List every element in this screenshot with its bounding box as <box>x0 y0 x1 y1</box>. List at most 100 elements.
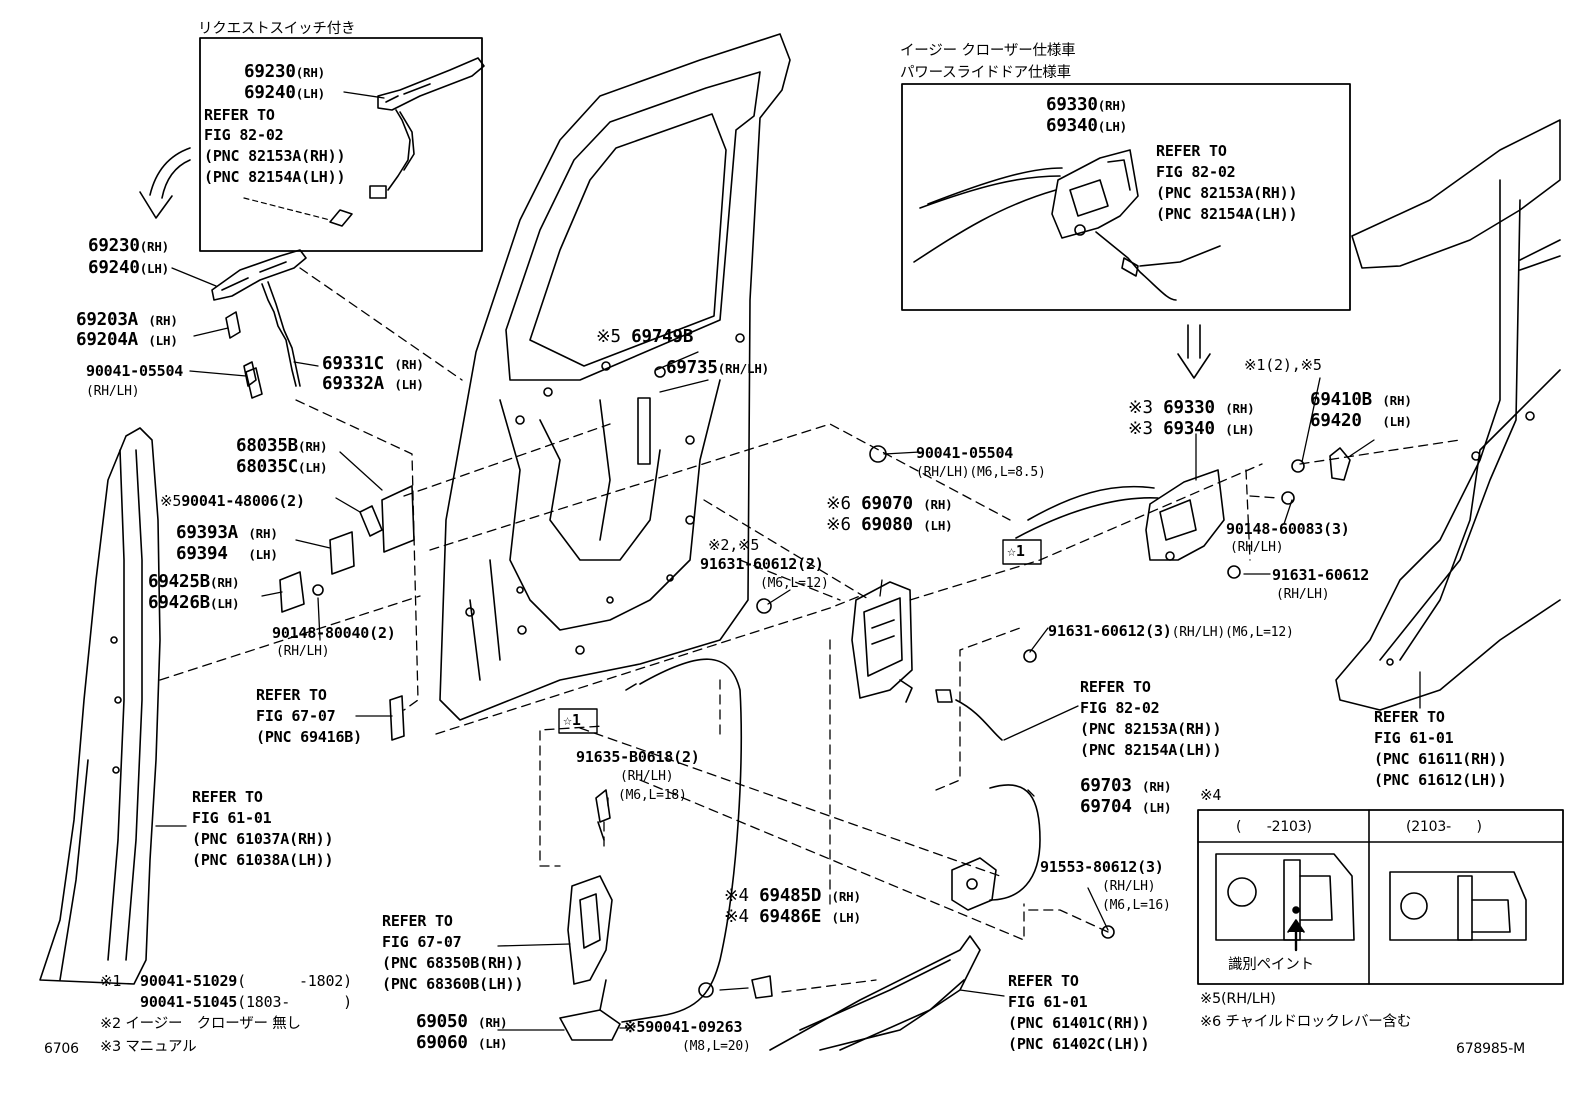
refer-67-07-b-1: REFER TO <box>382 912 453 930</box>
pn: 90041-51029 <box>140 972 238 990</box>
pn: 69426B <box>148 593 211 613</box>
label-69735: 69735(RH/LH) <box>666 358 769 379</box>
label-bolt-91553: 91553-80612(3) <box>1040 858 1164 876</box>
label-bolt-91553-sfx: (RH/LH) <box>1102 879 1156 894</box>
sfx: (LH) <box>923 518 953 533</box>
label-remote-lh: ※6 69080 (LH) <box>826 515 953 536</box>
label-bolt-91631-b: 91631-60612 <box>1272 566 1370 584</box>
pn: 69240 <box>244 83 296 103</box>
center-hinge-drawing <box>559 658 742 1041</box>
refer-67-07-a-3: (PNC 69416B) <box>256 728 362 746</box>
rocker-drawing <box>698 935 981 1051</box>
figure-code: 678985-M <box>1456 1041 1525 1057</box>
refer-61-01-b-1: REFER TO <box>1374 708 1445 726</box>
refer-67-07-b-4: (PNC 68360B(LH)) <box>382 975 524 993</box>
sfx: (LH) <box>1225 422 1255 437</box>
remote-control-drawing <box>851 581 1037 741</box>
label-gasket-rh: 69393A (RH) <box>176 523 278 544</box>
down-arrow-icon <box>1177 324 1211 379</box>
sfx: (RH) <box>148 313 178 328</box>
label-screw2-spec: (RH/LH)(M6,L=8.5) <box>916 465 1046 480</box>
paint-box-mark: ※4 <box>1200 786 1222 804</box>
handle-with-switch-drawing <box>243 57 485 227</box>
label-clip-80040: 90148-80040(2) <box>272 624 396 642</box>
label-bolt-91631-2: 91631-60612(2) <box>700 555 824 573</box>
mk: ※4 <box>724 907 749 927</box>
sfx: (RH/LH) <box>717 361 769 376</box>
inset-handle-lh: 69240(LH) <box>244 83 325 104</box>
mk: ※5 <box>160 492 182 510</box>
label-hinge-lh: 69060 (LH) <box>416 1033 508 1054</box>
door-panel-drawing <box>439 33 791 721</box>
pn: 69330 <box>1163 398 1215 418</box>
refer-61-01-c-4: (PNC 61402C(LH)) <box>1008 1035 1150 1053</box>
note1-mark: ※1 <box>100 972 122 990</box>
label-bolt-91635: 91635-B0618(2) <box>576 748 700 766</box>
pn: 69050 <box>416 1012 468 1032</box>
label-screw2: 90041-05504 <box>916 444 1014 462</box>
pn: 69331C <box>322 354 385 374</box>
label-bolt-91635-spec: (M6,L=18) <box>618 788 687 803</box>
sfx: (LH) <box>1382 414 1412 429</box>
label-screw-05504-sfx: (RH/LH) <box>86 384 140 399</box>
range: (1803- ) <box>237 993 352 1011</box>
pn: 90041-51045 <box>140 993 238 1011</box>
pn: 68035C <box>236 457 299 477</box>
pn: 69703 <box>1080 776 1132 796</box>
inset2-refer-1: REFER TO <box>1156 142 1227 160</box>
leader-lines <box>155 91 1421 1031</box>
sfx: (LH) <box>298 460 328 475</box>
sfx: (RH) <box>139 239 170 254</box>
sfx: (LH) <box>478 1036 508 1051</box>
sfx: (LH) <box>139 261 170 276</box>
label-screw-05504: 90041-05504 <box>86 362 184 380</box>
refer-61-01-a-2: FIG 61-01 <box>192 809 272 827</box>
refer-67-07-a-2: FIG 67-07 <box>256 707 336 725</box>
star1-box-b <box>558 708 598 734</box>
label-bolt-91631-b-sfx: (RH/LH) <box>1276 587 1330 602</box>
pn: 69410B <box>1310 390 1373 410</box>
inset-refer-1: REFER TO <box>204 106 275 124</box>
pn: 69332A <box>322 374 385 394</box>
refer-61-01-b-4: (PNC 61612(LH)) <box>1374 771 1507 789</box>
label-handle-rh: 69230(RH) <box>88 236 169 257</box>
note2: ※2 イージー クローザー 無し <box>100 1016 301 1032</box>
sfx: (RH) <box>248 526 278 541</box>
paint-col-right: (2103- ) <box>1406 819 1482 835</box>
quarter-panel-drawing <box>1335 119 1561 711</box>
inset-refer-3: (PNC 82153A(RH)) <box>204 147 346 165</box>
label-striker-lh: 69420 (LH) <box>1310 411 1412 432</box>
sfx: (LH) <box>394 377 424 392</box>
sfx: (RH) <box>210 575 240 590</box>
sfx: (LH) <box>1097 119 1128 134</box>
label-gasket-lh: 69394 (LH) <box>176 544 278 565</box>
outer-handle-drawing <box>211 249 307 387</box>
pn: 69704 <box>1080 797 1132 817</box>
label-cover-rh: 68035B(RH) <box>236 436 328 457</box>
main-lock-drawing <box>1015 447 1351 579</box>
pn: 69340 <box>1046 116 1098 136</box>
curved-arrow-icon <box>139 147 191 219</box>
inset-refer-2: FIG 82-02 <box>204 126 284 144</box>
closer-cable-drawing <box>951 784 1115 939</box>
pn: 69230 <box>244 62 296 82</box>
pn: 69485D <box>759 886 822 906</box>
pn: 69080 <box>861 515 913 535</box>
inset-caption-switch: リクエストスイッチ付き <box>198 21 356 37</box>
pn: 69749B <box>631 327 694 347</box>
label-bolt-91553-spec: (M6,L=16) <box>1102 898 1171 913</box>
pn: 91631-60612(3) <box>1048 622 1172 640</box>
sfx: (RH) <box>1097 98 1128 113</box>
sfx: (RH) <box>478 1015 508 1030</box>
refer-67-07-a-1: REFER TO <box>256 686 327 704</box>
inset-lock-rh: 69330(RH) <box>1046 95 1127 116</box>
inset-box-top-left <box>199 37 483 252</box>
refer-61-01-a-3: (PNC 61037A(RH)) <box>192 830 334 848</box>
pn: 69070 <box>861 494 913 514</box>
pn: 90041-48006(2) <box>181 492 305 510</box>
label-bolt-91635-sfx: (RH/LH) <box>620 769 674 784</box>
label-bracket-rh: 69425B(RH) <box>148 572 240 593</box>
pn: 69420 <box>1310 411 1362 431</box>
mk: ※3 <box>1128 398 1153 418</box>
